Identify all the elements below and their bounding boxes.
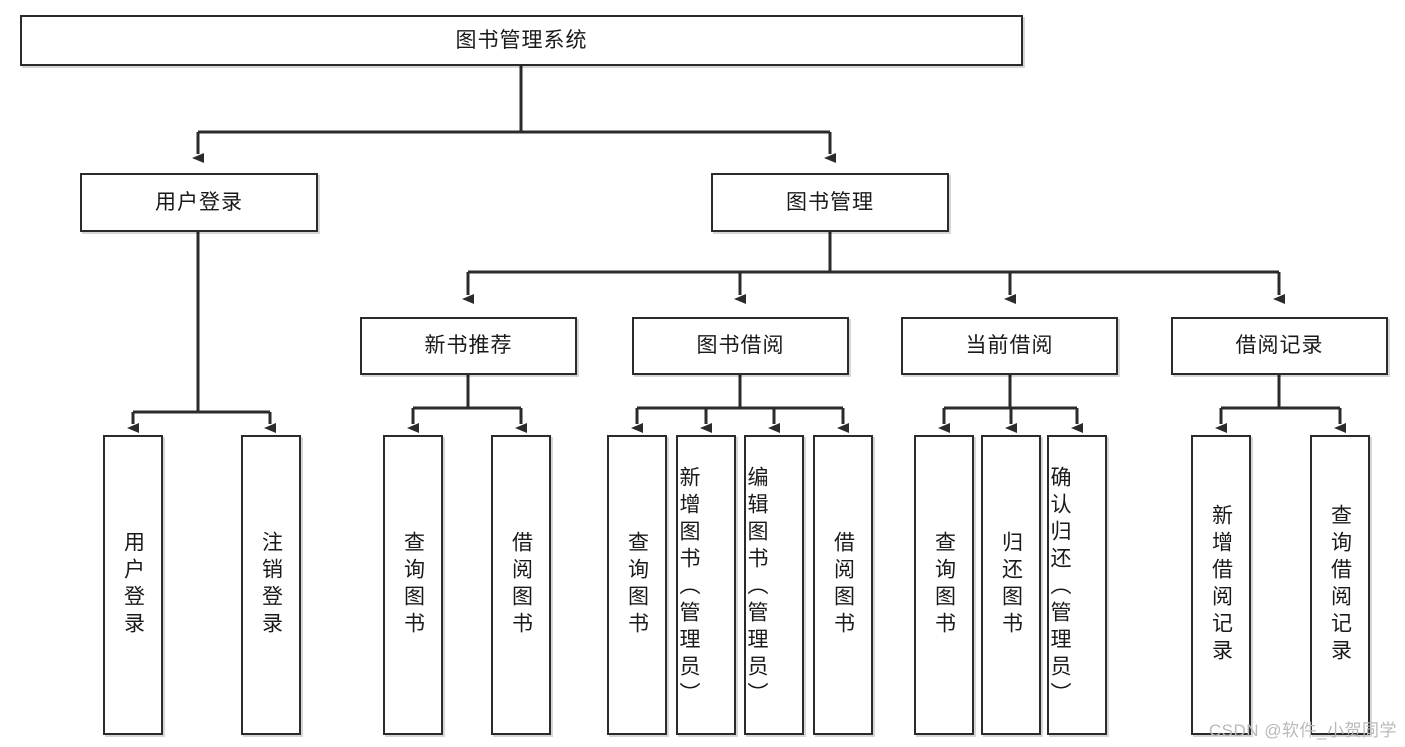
leaf-confirm-return[interactable]: 确认归还（管理员） [1047, 435, 1107, 735]
node-borrow-record[interactable]: 借阅记录 [1171, 317, 1388, 375]
leaf-label: 查询图书 [401, 531, 425, 639]
node-book-borrow[interactable]: 图书借阅 [632, 317, 849, 375]
leaf-label: 新增图书（管理员） [677, 465, 700, 709]
leaf-label: 借阅图书 [831, 531, 855, 639]
node-root[interactable]: 图书管理系统 [20, 15, 1023, 66]
leaf-label: 查询图书 [932, 531, 956, 639]
node-user-login[interactable]: 用户登录 [80, 173, 318, 232]
watermark: CSDN @软件_小贺同学 [1208, 721, 1397, 740]
node-label: 借阅记录 [1235, 334, 1324, 358]
node-label: 当前借阅 [965, 334, 1054, 358]
leaf-add-book[interactable]: 新增图书（管理员） [676, 435, 736, 735]
leaf-label: 归还图书 [999, 531, 1023, 639]
node-new-book-recommend[interactable]: 新书推荐 [360, 317, 577, 375]
leaf-label: 注销登录 [259, 531, 283, 639]
node-book-management[interactable]: 图书管理 [711, 173, 949, 232]
leaf-edit-book[interactable]: 编辑图书（管理员） [744, 435, 804, 735]
leaf-query-book-current[interactable]: 查询图书 [914, 435, 974, 735]
leaf-label: 新增借阅记录 [1209, 504, 1233, 666]
leaf-label: 用户登录 [121, 531, 145, 639]
leaf-logout[interactable]: 注销登录 [241, 435, 301, 735]
leaf-label: 确认归还（管理员） [1048, 465, 1071, 709]
leaf-query-book-new[interactable]: 查询图书 [383, 435, 443, 735]
leaf-query-borrow-record[interactable]: 查询借阅记录 [1310, 435, 1370, 735]
leaf-label: 查询图书 [625, 531, 649, 639]
leaf-return-book[interactable]: 归还图书 [981, 435, 1041, 735]
node-current-borrow[interactable]: 当前借阅 [901, 317, 1118, 375]
leaf-label: 编辑图书（管理员） [745, 465, 768, 709]
leaf-query-book-borrow[interactable]: 查询图书 [607, 435, 667, 735]
node-label: 新书推荐 [424, 334, 513, 358]
leaf-borrow-book[interactable]: 借阅图书 [813, 435, 873, 735]
node-label: 用户登录 [155, 190, 243, 214]
node-label: 图书借阅 [696, 334, 785, 358]
leaf-add-borrow-record[interactable]: 新增借阅记录 [1191, 435, 1251, 735]
leaf-label: 借阅图书 [509, 531, 533, 639]
node-label: 图书管理 [786, 190, 874, 214]
leaf-label: 查询借阅记录 [1328, 504, 1352, 666]
leaf-borrow-book-new[interactable]: 借阅图书 [491, 435, 551, 735]
leaf-user-login[interactable]: 用户登录 [103, 435, 163, 735]
node-label: 图书管理系统 [455, 28, 588, 52]
